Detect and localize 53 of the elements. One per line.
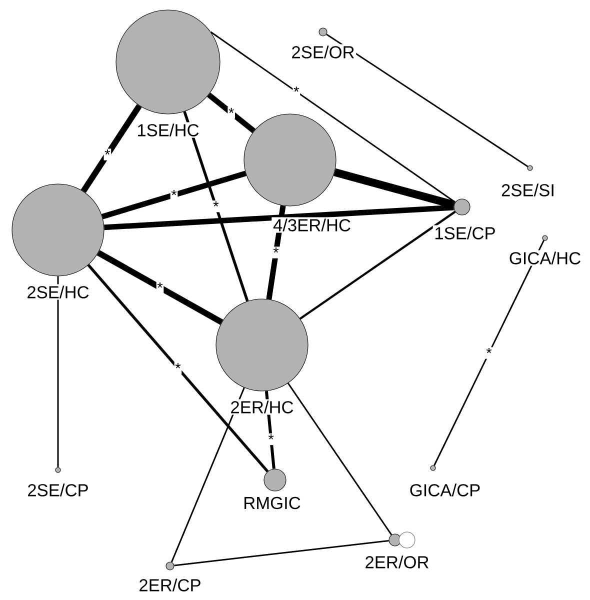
edge: [434, 240, 544, 466]
network-node: 2SE/OR: [290, 28, 356, 60]
network-node: 2SE/CP: [26, 467, 90, 498]
edge: [104, 204, 454, 230]
edge-label: *: [485, 347, 493, 359]
edge-label: *: [170, 189, 178, 201]
node-label: 1SE/CP: [435, 226, 495, 240]
network-node: GICA/HC: [508, 235, 582, 266]
edge: [299, 210, 456, 320]
edge: [102, 170, 246, 220]
node-label: 2SE/CP: [28, 484, 88, 496]
network-node: 2SE/SI: [500, 165, 556, 198]
edge: [287, 382, 392, 536]
edge-label: *: [267, 433, 275, 446]
edge: [170, 387, 245, 562]
edge-label: *: [212, 200, 220, 212]
edge-label: *: [292, 86, 300, 98]
edge: [183, 111, 249, 302]
network-node: GICA/CP: [408, 465, 482, 498]
edge-label: *: [156, 282, 164, 294]
node-label: 2SE/HC: [28, 286, 89, 298]
network-node: 2SE/HC: [12, 184, 104, 300]
edge-label: *: [228, 107, 235, 119]
node-label: GICA/HC: [510, 252, 580, 264]
node-label: 2ER/HC: [231, 400, 294, 414]
network-node: 4/3ER/HC: [244, 114, 352, 233]
edge: [174, 540, 389, 566]
network-node: 1SE/CP: [432, 198, 498, 241]
edge: [210, 31, 456, 203]
edge: [57, 276, 59, 468]
edge: [96, 250, 224, 325]
node-label: 2ER/CP: [140, 578, 200, 592]
edge-label: *: [272, 246, 280, 258]
node-label: GICA/CP: [410, 484, 480, 496]
edge: [207, 92, 256, 134]
network-node: 2ER/HC: [216, 298, 308, 415]
edge: [266, 205, 286, 300]
node-label: 1SE/HC: [138, 124, 199, 136]
edge-label: *: [174, 362, 182, 374]
edge: [87, 264, 269, 472]
edge: [326, 34, 528, 168]
network-node: 1SE/HC: [116, 10, 220, 138]
network-node: RMGIC: [242, 468, 302, 510]
edge-label: *: [104, 148, 112, 160]
network-node: 2ER/CP: [137, 562, 203, 593]
network-node: 2ER/OR: [363, 532, 431, 570]
node-label: 2ER/OR: [366, 556, 428, 568]
node-label: RMGIC: [244, 496, 300, 510]
node-label: 4/3ER/HC: [273, 218, 350, 232]
node-label: 2SE/OR: [292, 46, 354, 58]
node-label: 2SE/SI: [502, 184, 554, 196]
edge: [334, 168, 456, 209]
edge: [80, 104, 142, 193]
